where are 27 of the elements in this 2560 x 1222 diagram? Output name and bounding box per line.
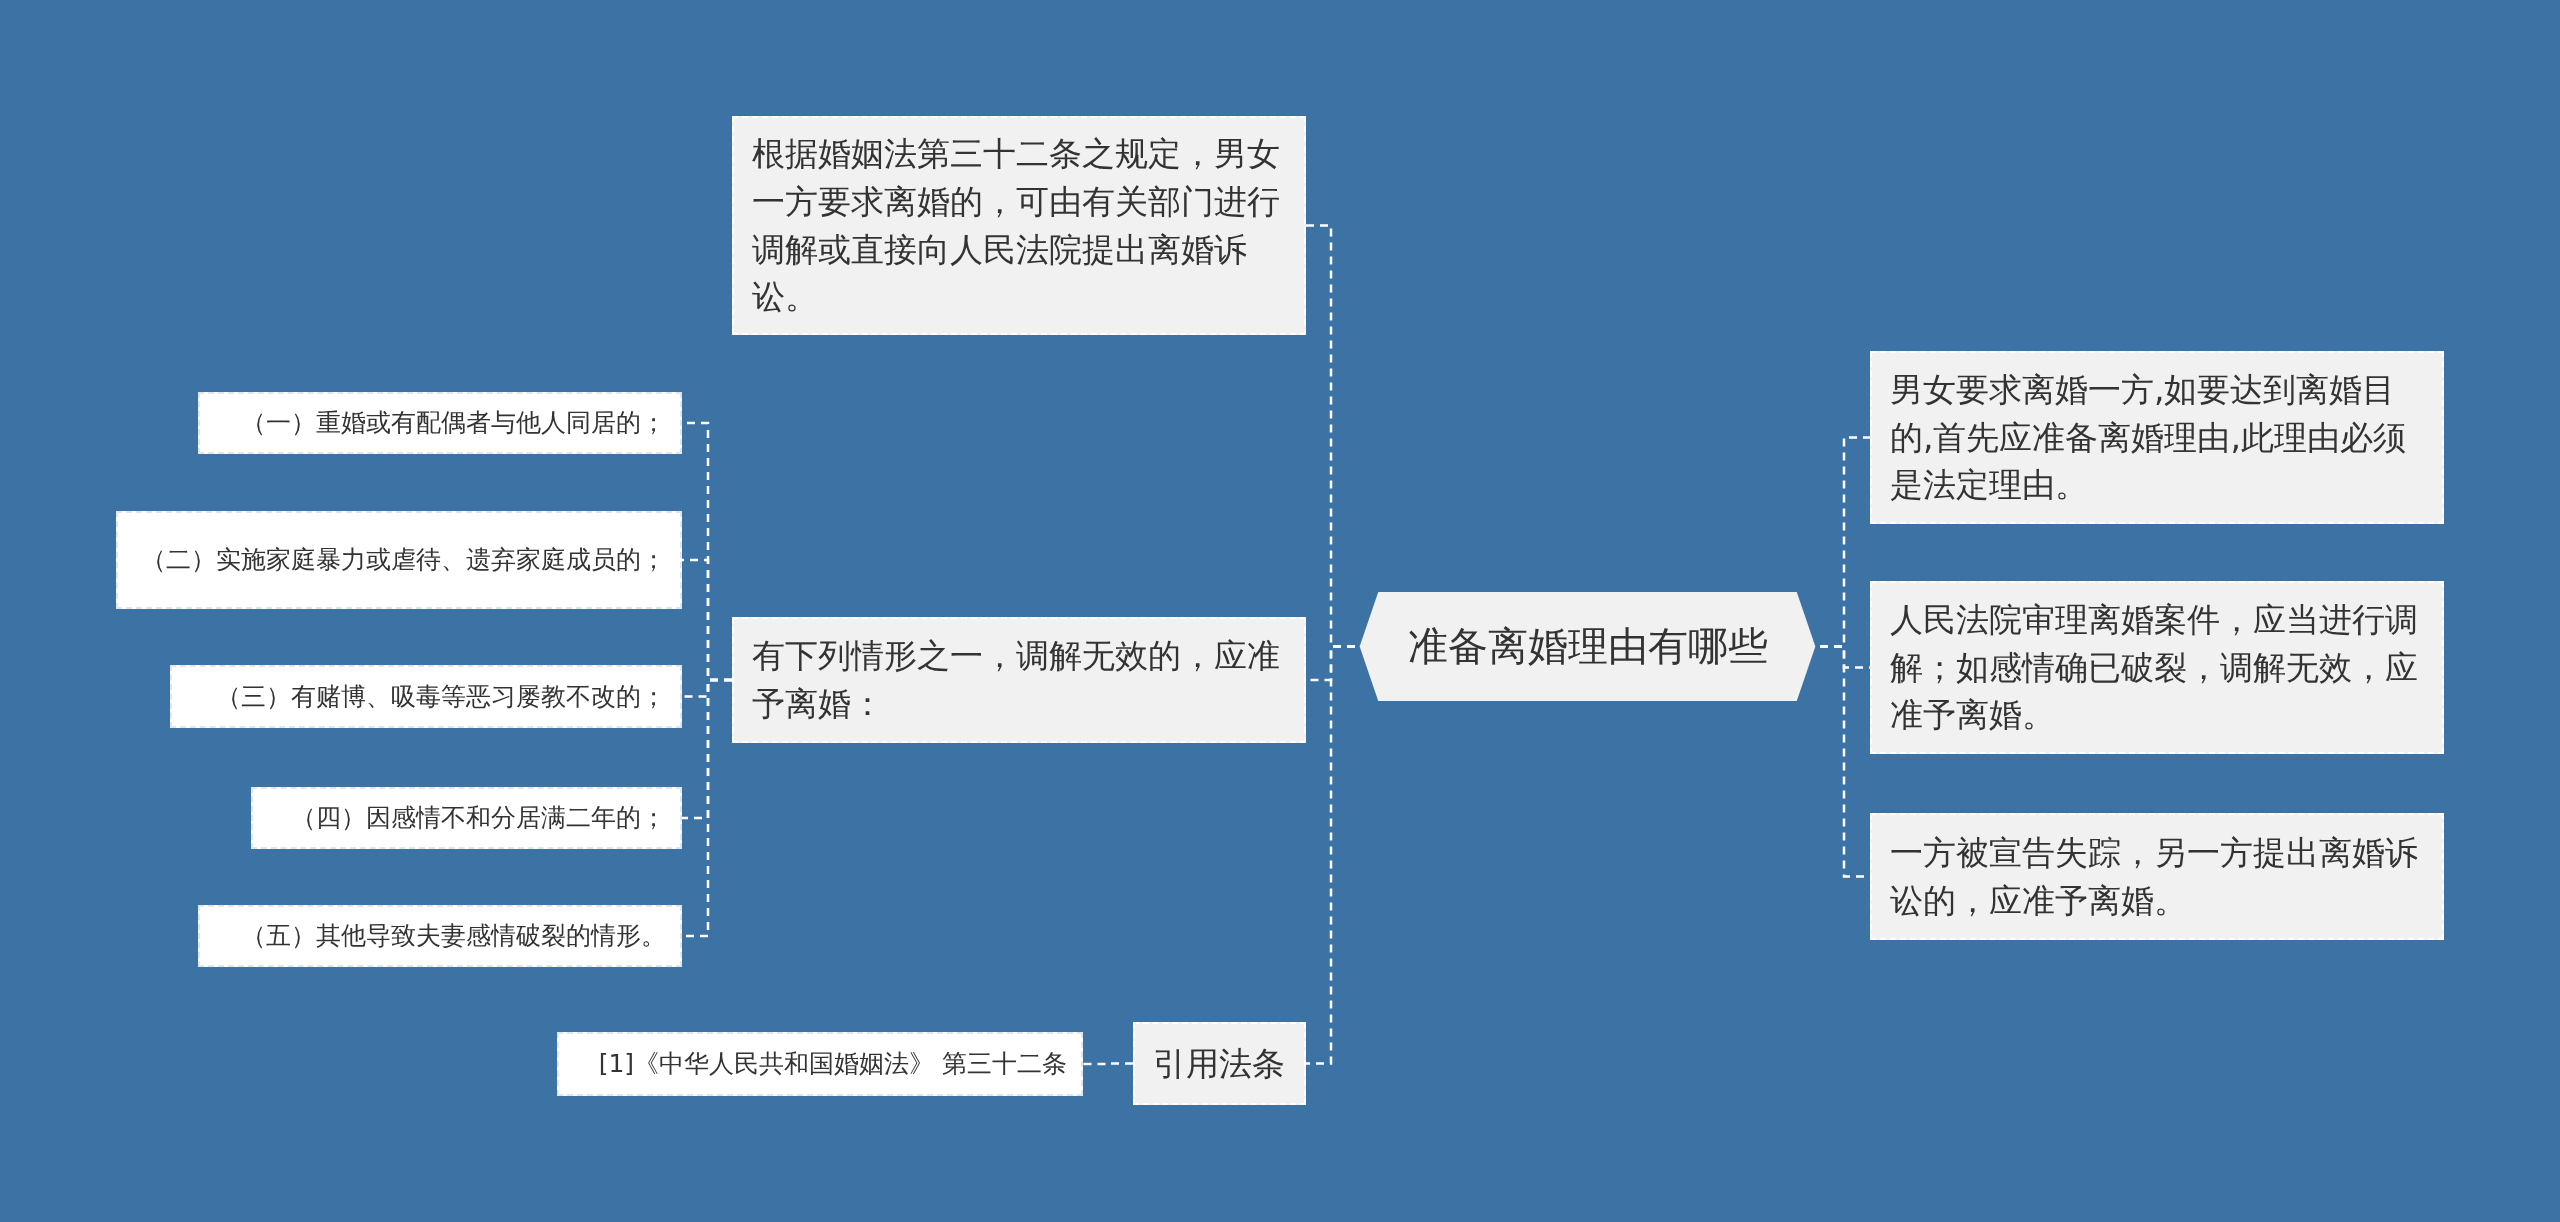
node-text: （二）实施家庭暴力或虐待、遗弃家庭成员的； — [141, 544, 666, 577]
detail-box — [170, 665, 682, 728]
node-text: 有下列情形之一，调解无效的，应准予离婚： — [752, 635, 1281, 725]
topic-box — [1870, 351, 2444, 524]
node-text: 一方被宣告失踪，另一方提出离婚诉讼的，应准予离婚。 — [1890, 831, 2419, 922]
topic-box — [1133, 1022, 1306, 1105]
detail-box — [557, 1032, 1083, 1096]
node-text: （四）因感情不和分居满二年的； — [291, 802, 666, 835]
node-text: 引用法条 — [1153, 1042, 1285, 1085]
node-text: 男女要求离婚一方,如要达到离婚目的,首先应准备离婚理由,此理由必须是法定理由。 — [1890, 368, 2407, 507]
detail-box — [198, 905, 682, 967]
node-text: （三）有赌博、吸毒等恶习屡教不改的； — [216, 680, 666, 713]
topic-box — [1870, 813, 2444, 940]
node-text: [1]《中华人民共和国婚姻法》 第三十二条 — [598, 1048, 1067, 1081]
connector-line — [1306, 645, 1355, 1065]
detail-box — [116, 511, 682, 609]
node-text: 人民法院审理离婚案件，应当进行调解；如感情确已破裂，调解无效，应准予离婚。 — [1890, 598, 2419, 737]
node-text: （五）其他导致夫妻感情破裂的情形。 — [241, 920, 666, 953]
topic-title: 准备离婚理由有哪些 — [1407, 622, 1768, 671]
detail-box — [198, 392, 682, 454]
connector-line — [1083, 1062, 1133, 1066]
topic-box — [1870, 581, 2444, 754]
detail-box — [251, 787, 682, 849]
topic-box — [732, 116, 1306, 335]
node-text: 根据婚姻法第三十二条之规定，男女一方要求离婚的，可由有关部门进行调解或直接向人民法院提出离婚诉讼。 — [752, 132, 1281, 319]
topic-box — [732, 617, 1306, 743]
node-text: （一）重婚或有配偶者与他人同居的； — [241, 407, 666, 440]
